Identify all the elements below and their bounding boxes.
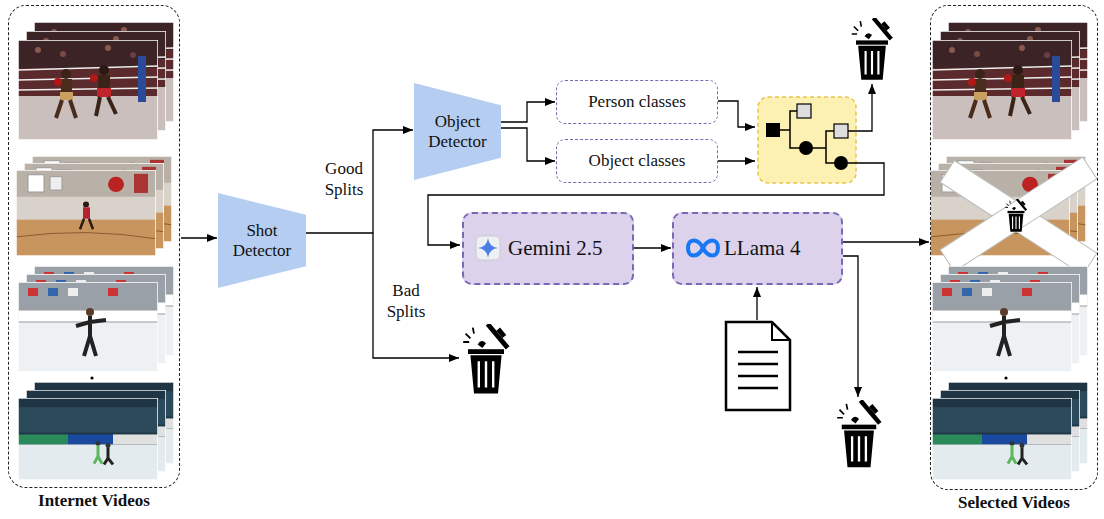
llm-box-fill	[672, 212, 843, 285]
node-text: Object Detector	[420, 112, 496, 151]
node-text: Person classes	[588, 92, 686, 112]
flow-wire	[756, 287, 757, 320]
input-thumbnails	[18, 40, 158, 140]
class-box: Person classes	[556, 80, 718, 124]
decision-tree	[780, 111, 841, 163]
input-thumbnails	[16, 22, 174, 480]
input-thumbnails	[16, 170, 156, 256]
prompt-document	[726, 322, 790, 410]
video-group: Selected Videos	[930, 5, 1098, 490]
flow-label: Bad Splits	[380, 280, 432, 323]
output-thumbnails	[932, 398, 1072, 480]
rejected-cross	[940, 157, 1097, 271]
decision-tree	[797, 104, 811, 118]
output-thumbnails	[930, 22, 1097, 480]
decision-tree	[834, 156, 848, 170]
class-box: Object classes	[556, 139, 718, 183]
output-thumbnails	[1004, 376, 1007, 379]
node-text: LLama 4	[724, 236, 800, 261]
decision-tree	[758, 97, 856, 183]
flow-arrow	[843, 241, 929, 242]
trash-icon	[837, 396, 885, 467]
flow-wire	[848, 84, 872, 131]
flow-arrow	[634, 247, 671, 248]
node-text: Shot Detector	[224, 221, 300, 260]
gemini-logo	[478, 238, 498, 258]
trapezoid-fill	[218, 193, 306, 288]
model-box: LLama 4	[672, 212, 843, 285]
model-box: Gemini 2.5	[462, 212, 634, 285]
flow-wire	[373, 84, 884, 397]
gemini-logo	[476, 236, 500, 260]
edge-label: Good Splits	[318, 158, 370, 201]
trash-icon	[852, 14, 896, 80]
decision-tree	[766, 123, 780, 137]
flow-arrow	[306, 130, 413, 233]
input-thumbnails	[90, 376, 93, 379]
gemini-logo	[476, 236, 500, 260]
meta-logo	[688, 241, 718, 256]
node-text: Selected Videos	[931, 493, 1097, 513]
prompt-document	[772, 322, 790, 340]
prompt-document	[726, 322, 790, 410]
flow-arrow	[181, 237, 217, 238]
detector-trapezoid: Object Detector	[414, 83, 501, 180]
flow-arrow	[501, 128, 555, 161]
output-thumbnails	[932, 40, 1072, 140]
decision-tree	[758, 97, 856, 183]
flow-wire	[718, 160, 755, 161]
flow-wire	[843, 256, 858, 397]
video-group: Internet Videos	[8, 5, 180, 488]
rejected-cross	[1005, 197, 1029, 232]
trapezoid-fill	[414, 83, 501, 180]
llm-box-fill	[462, 212, 634, 285]
input-thumbnails	[18, 282, 158, 372]
trash-icon	[463, 319, 513, 393]
flow-arrow	[501, 102, 555, 122]
detector-trapezoid: Shot Detector	[218, 193, 306, 288]
node-text: Internet Videos	[9, 491, 179, 511]
input-thumbnails	[18, 398, 158, 480]
node-text: Object classes	[589, 151, 686, 171]
flow-wire	[373, 233, 459, 358]
decision-tree	[799, 141, 813, 155]
prompt-document	[738, 352, 778, 388]
node-text: Gemini 2.5	[508, 236, 603, 261]
output-thumbnails	[932, 282, 1072, 372]
flow-wire	[718, 101, 755, 127]
rejected-cross	[940, 157, 1097, 275]
decision-tree	[834, 124, 848, 138]
